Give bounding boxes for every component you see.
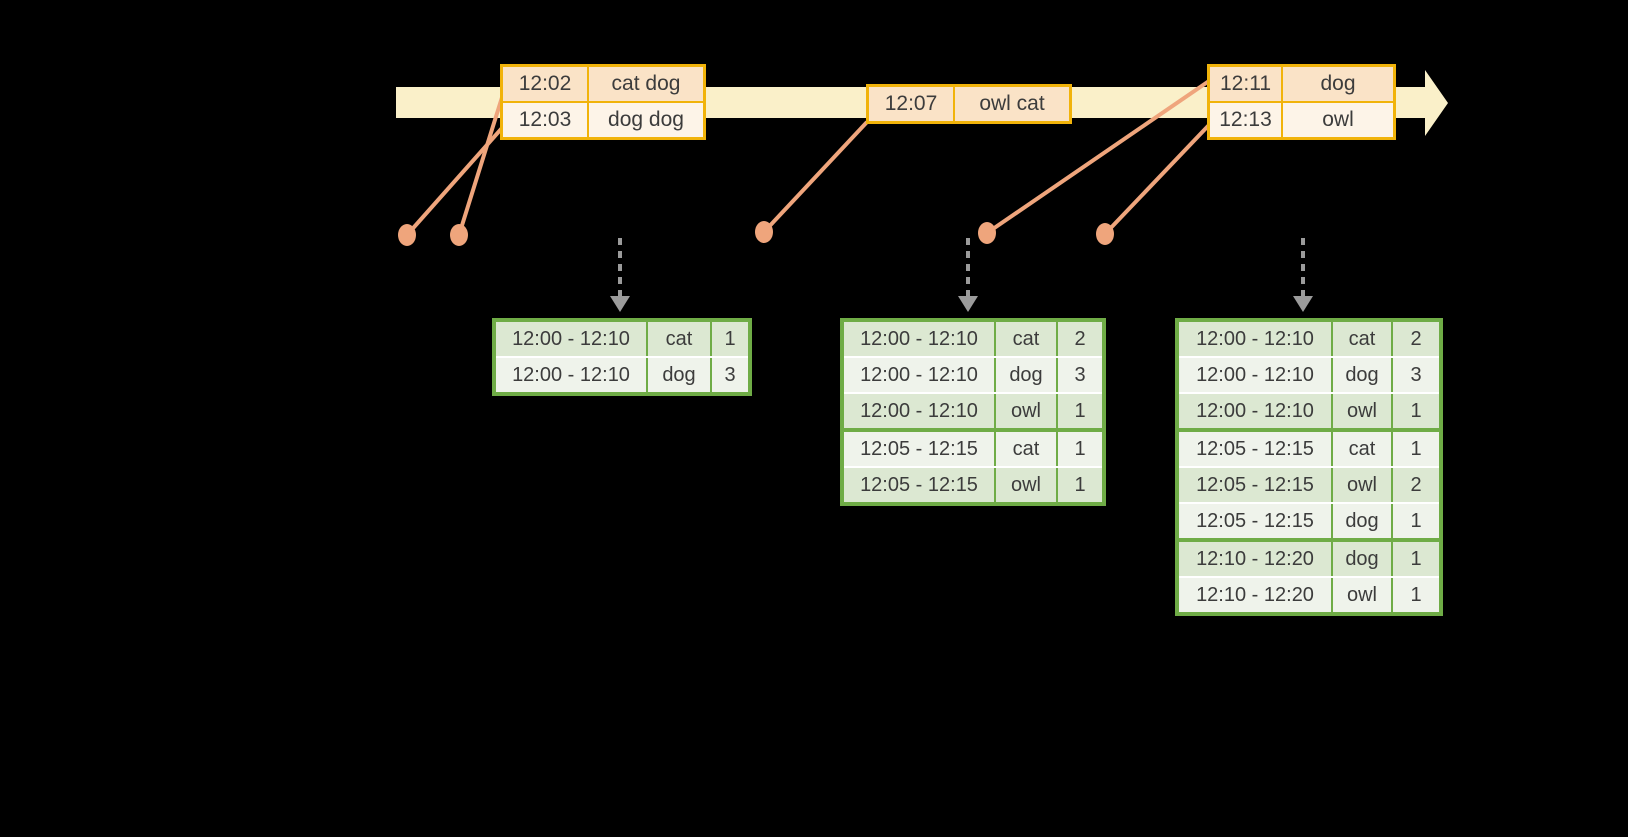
window-cell: 12:05 - 12:15 (1196, 509, 1314, 532)
count-cell: 2 (1056, 322, 1102, 356)
trigger-arrow-head-icon (1293, 296, 1313, 312)
count-cell: 3 (710, 358, 748, 392)
window-cell: 12:05 - 12:15 (860, 473, 978, 496)
word-cell: owl (1331, 394, 1391, 428)
count-cell: 1 (710, 322, 748, 356)
count-cell: 3 (1056, 358, 1102, 392)
timeline-arrowhead-icon (1425, 70, 1448, 136)
window-cell: 12:00 - 12:10 (512, 363, 630, 386)
count-cell: 2 (1391, 322, 1439, 356)
words-cell: dog dog (587, 103, 703, 137)
count-cell: 3 (1391, 358, 1439, 392)
word-cell: dog (1331, 542, 1391, 576)
event-dot (450, 224, 468, 246)
table-row: 12:11 dog (1210, 67, 1393, 101)
table-row: 12:03 dog dog (503, 101, 703, 137)
word-cell: dog (1331, 504, 1391, 538)
words-cell: owl (1281, 103, 1393, 137)
word-cell: cat (1331, 322, 1391, 356)
word-cell: owl (1331, 468, 1391, 502)
words-cell: cat dog (587, 67, 703, 101)
event-dot (1096, 223, 1114, 245)
window-cell: 12:00 - 12:10 (1196, 327, 1314, 350)
time-cell: 12:07 (884, 92, 938, 115)
word-cell: dog (994, 358, 1056, 392)
word-cell: cat (994, 432, 1056, 466)
time-cell: 12:11 (1220, 72, 1271, 95)
count-cell: 1 (1391, 578, 1439, 612)
count-cell: 1 (1391, 542, 1439, 576)
count-cell: 1 (1391, 432, 1439, 466)
word-cell: owl (994, 394, 1056, 428)
connector-line (457, 90, 506, 236)
word-cell: cat (994, 322, 1056, 356)
word-cell: dog (646, 358, 710, 392)
word-cell: cat (646, 322, 710, 356)
window-cell: 12:00 - 12:10 (1196, 399, 1314, 422)
count-cell: 1 (1056, 394, 1102, 428)
connector-line (762, 120, 869, 234)
window-cell: 12:05 - 12:15 (1196, 473, 1314, 496)
window-cell: 12:10 - 12:20 (1196, 583, 1314, 606)
connector-line (985, 79, 1211, 235)
trigger-arrow-head-icon (610, 296, 630, 312)
count-cell: 1 (1056, 468, 1102, 502)
words-cell: dog (1281, 67, 1393, 101)
window-cell: 12:10 - 12:20 (1196, 547, 1314, 570)
count-cell: 1 (1056, 432, 1102, 466)
window-cell: 12:00 - 12:10 (512, 327, 630, 350)
window-cell: 12:00 - 12:10 (860, 399, 978, 422)
window-cell: 12:00 - 12:10 (860, 363, 978, 386)
time-cell: 12:13 (1219, 108, 1272, 131)
count-cell: 1 (1391, 504, 1439, 538)
window-cell: 12:00 - 12:10 (860, 327, 978, 350)
event-dot (978, 222, 996, 244)
word-cell: owl (1331, 578, 1391, 612)
window-cell: 12:05 - 12:15 (1196, 437, 1314, 460)
table-row: 12:13 owl (1210, 101, 1393, 137)
word-cell: cat (1331, 432, 1391, 466)
count-cell: 2 (1391, 468, 1439, 502)
event-dot (755, 221, 773, 243)
time-cell: 12:02 (518, 72, 572, 95)
event-dot (398, 224, 416, 246)
window-cell: 12:00 - 12:10 (1196, 363, 1314, 386)
event-table-3: 12:11 dog 12:13 owl (1207, 64, 1396, 140)
word-cell: dog (1331, 358, 1391, 392)
word-cell: owl (994, 468, 1056, 502)
window-cell: 12:05 - 12:15 (860, 437, 978, 460)
count-cell: 1 (1391, 394, 1439, 428)
event-table-1: 12:02 cat dog 12:03 dog dog (500, 64, 706, 140)
time-cell: 12:03 (518, 108, 572, 131)
table-row: 12:02 cat dog (503, 67, 703, 101)
trigger-arrow-head-icon (958, 296, 978, 312)
words-cell: owl cat (953, 87, 1069, 121)
table-row: 12:07 owl cat (869, 87, 1069, 121)
event-table-2: 12:07 owl cat (866, 84, 1072, 124)
connector-line (1103, 123, 1211, 236)
